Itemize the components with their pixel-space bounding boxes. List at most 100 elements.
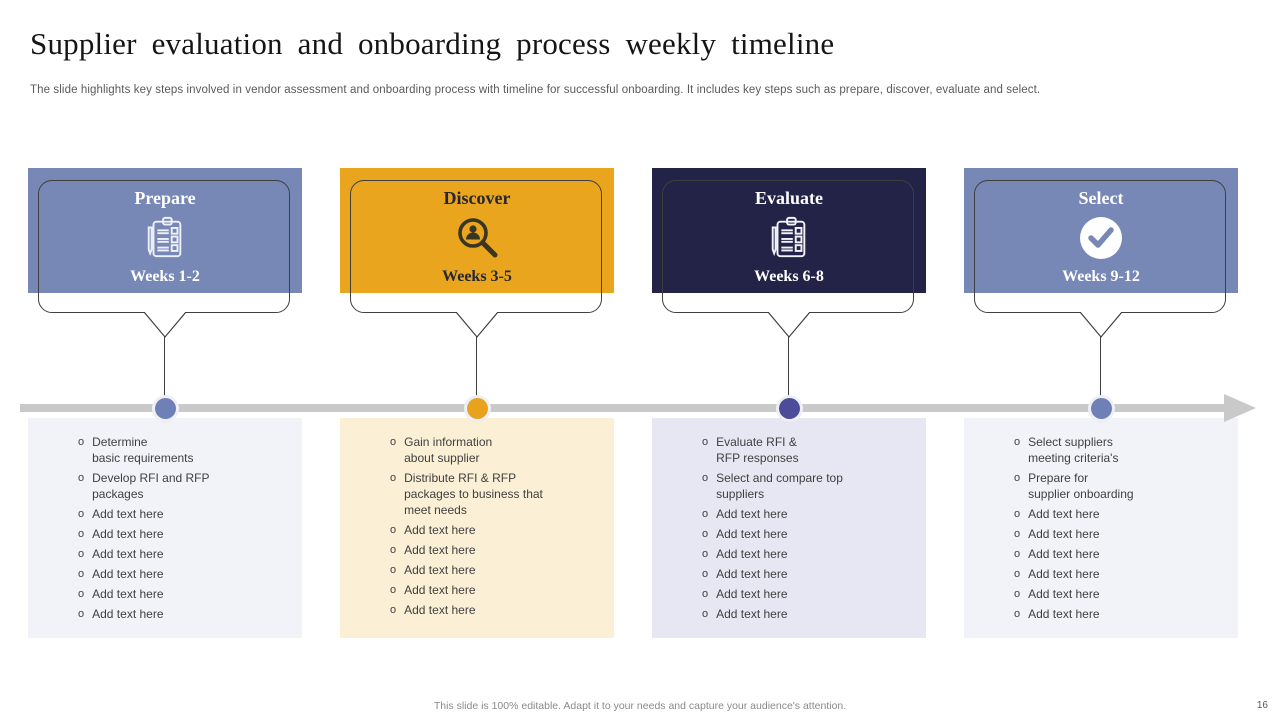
timeline-dot-evaluate[interactable] [779,398,800,419]
callout-outline [350,180,602,313]
bullet-text: Add text here [1028,527,1100,541]
callout-pointer [455,312,499,338]
bullet-item: o Add text here [390,522,604,538]
callout-outline [974,180,1226,313]
bullet-text: Add text here [92,547,164,561]
bullet-text: Add text here [404,583,476,597]
bullet-text: Add text here [1028,587,1100,601]
bullet-item: o Add text here [78,606,292,622]
bullet-item: o Add text here [702,506,916,522]
bullet-marker: o [390,472,397,484]
bullet-text: Determine basic requirements [92,435,194,465]
connector-line [164,337,165,398]
bullet-item: o Add text here [1014,526,1228,542]
bullet-text: Add text here [1028,567,1100,581]
discover-header-card[interactable]: Discover Weeks 3-5 [340,168,614,293]
bullet-marker: o [1014,436,1021,448]
callout-pointer [143,312,187,338]
bullet-marker: o [390,524,397,536]
bullet-text: Add text here [1028,547,1100,561]
bullet-marker: o [78,568,85,580]
stage-title: Evaluate [754,188,823,208]
bullet-item: o Add text here [702,586,916,602]
stage-weeks: Weeks 9-12 [1062,268,1140,285]
bullet-marker: o [702,588,709,600]
bullet-text: Add text here [404,543,476,557]
bullet-item: o Add text here [390,562,604,578]
connector-line [1100,337,1101,398]
bullet-item: o Develop RFI and RFP packages [78,470,292,502]
bullet-item: o Add text here [390,542,604,558]
prepare-header-card[interactable]: Prepare Weeks 1-2 [28,168,302,293]
person-search-icon [453,212,501,264]
bullet-marker: o [1014,548,1021,560]
callout-outline [38,180,290,313]
page-title: Supplier evaluation and onboarding proce… [30,26,835,61]
bullet-marker: o [390,564,397,576]
bullet-text: Add text here [716,567,788,581]
bullet-text: Add text here [92,587,164,601]
bullet-text: Add text here [404,603,476,617]
bullet-text: Add text here [716,587,788,601]
bullet-marker: o [390,584,397,596]
bullet-text: Add text here [716,527,788,541]
select-header-card[interactable]: Select Weeks 9-12 [964,168,1238,293]
stage-weeks: Weeks 1-2 [130,268,200,285]
bullet-marker: o [702,548,709,560]
bullet-text: Add text here [716,547,788,561]
bullet-marker: o [702,508,709,520]
callout-pointer [1079,312,1123,338]
bullet-text: Gain information about supplier [404,435,493,465]
timeline-dot-select[interactable] [1091,398,1112,419]
connector-line [476,337,477,398]
bullet-marker: o [702,472,709,484]
bullet-text: Select and compare top suppliers [716,471,843,501]
bullet-text: Add text here [404,523,476,537]
bullet-marker: o [1014,528,1021,540]
timeline-dot-prepare[interactable] [155,398,176,419]
timeline-bar [20,404,1232,412]
bullet-item: o Add text here [390,582,604,598]
bullet-marker: o [702,528,709,540]
bullet-marker: o [78,608,85,620]
bullet-marker: o [78,472,85,484]
connector-line [788,337,789,398]
discover-detail-panel: o Gain information about supplier o Distrib… [340,418,614,638]
clipboard-checklist-icon [142,212,188,264]
bullet-text: Develop RFI and RFP packages [92,471,210,501]
editable-note: This slide is 100% editable. Adapt it to… [433,700,847,712]
stage-title: Select [1078,188,1124,208]
stage-title: Prepare [134,188,196,208]
bullet-text: Distribute RFI & RFP packages to busines… [404,471,543,517]
bullet-item: o Add text here [702,546,916,562]
bullet-item: o Add text here [702,526,916,542]
evaluate-header-card[interactable]: Evaluate Weeks 6-8 [652,168,926,293]
timeline-dot-discover[interactable] [467,398,488,419]
bullet-marker: o [390,544,397,556]
timeline-arrowhead-icon [1224,394,1256,422]
check-circle-icon [1077,212,1125,264]
bullet-text: Add text here [92,607,164,621]
bullet-text: Add text here [92,507,164,521]
bullet-text: Add text here [716,507,788,521]
bullet-item: o Select and compare top suppliers [702,470,916,502]
bullet-text: Add text here [92,527,164,541]
bullet-text: Add text here [404,563,476,577]
bullet-text: Prepare for supplier onboarding [1028,471,1134,501]
